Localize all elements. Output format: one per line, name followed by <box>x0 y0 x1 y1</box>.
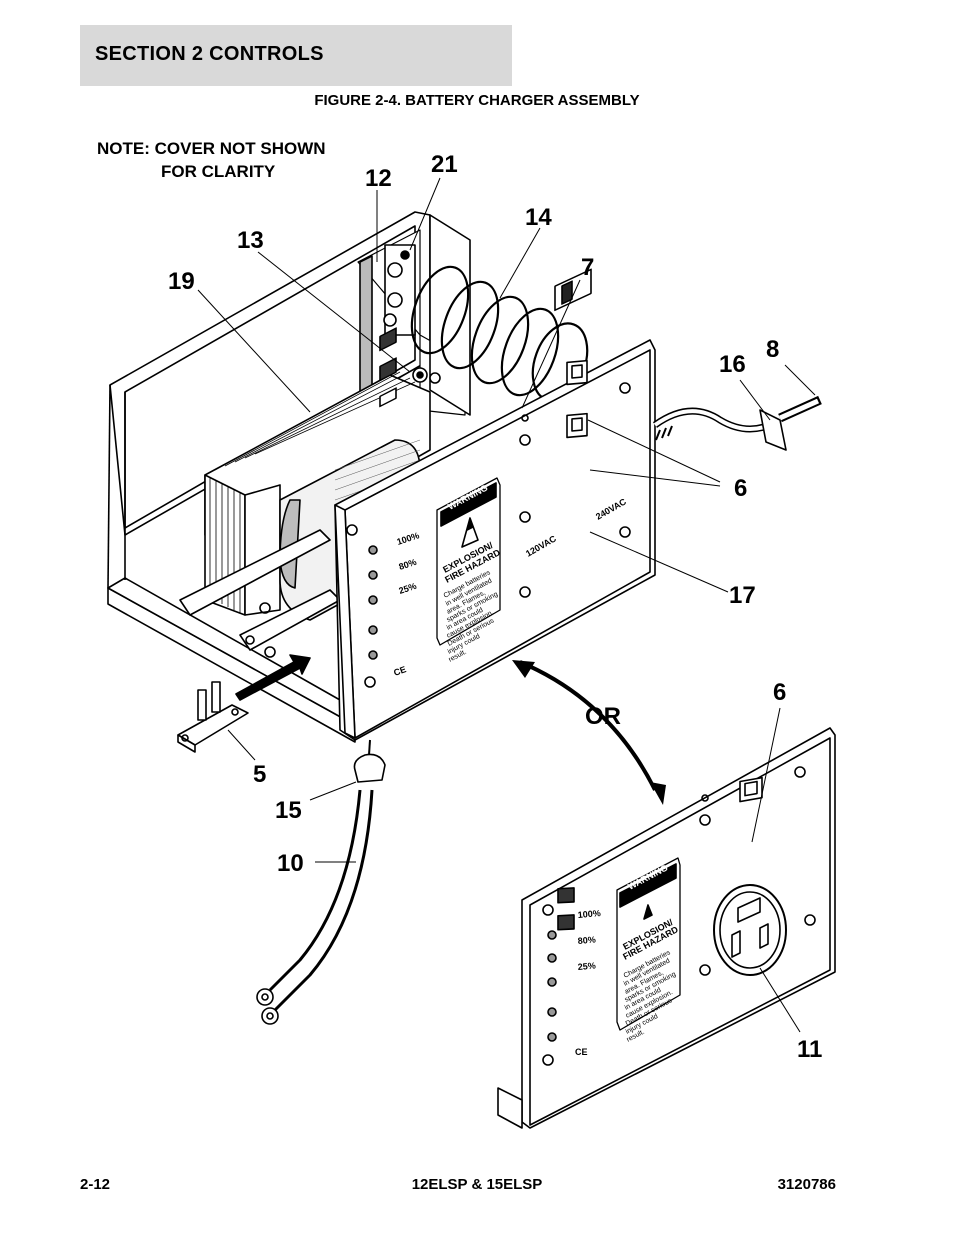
battery-cable <box>256 739 386 1025</box>
terminal-stud <box>412 367 441 384</box>
document-number: 3120786 <box>777 1176 836 1193</box>
rectifier-bracket <box>383 244 416 336</box>
ce-mark-lower: CE <box>575 1047 588 1057</box>
pct-80-lower: 80% <box>577 934 596 946</box>
pct-25-lower: 25% <box>577 960 596 972</box>
alternate-panel <box>497 727 836 1129</box>
figure-note: NOTE: COVER NOT SHOWN FOR CLARITY <box>97 137 326 183</box>
model-name: 12ELSP & 15ELSP <box>411 1176 543 1193</box>
note-line-1: NOTE: COVER NOT SHOWN <box>97 139 326 158</box>
power-cord <box>652 395 822 451</box>
callout-13: 13 <box>237 227 264 254</box>
callout-15: 15 <box>275 797 302 824</box>
callout-6-lower: 6 <box>773 679 786 706</box>
callout-19: 19 <box>168 268 195 295</box>
terminal-block <box>177 681 249 753</box>
ce-mark-upper: CE <box>392 664 407 678</box>
callout-7: 7 <box>581 254 594 281</box>
note-line-2: FOR CLARITY <box>161 162 276 181</box>
callout-12: 12 <box>365 165 392 192</box>
callout-16: 16 <box>719 351 746 378</box>
section-header: SECTION 2 CONTROLS <box>80 25 512 86</box>
callout-14: 14 <box>525 204 552 231</box>
callout-6-upper: 6 <box>734 475 747 502</box>
pct-100-lower: 100% <box>577 908 601 920</box>
section-title: SECTION 2 CONTROLS <box>95 43 324 65</box>
charger-chassis <box>107 211 471 743</box>
leader-lines <box>197 177 816 1033</box>
callout-8: 8 <box>766 336 779 363</box>
callout-11: 11 <box>797 1036 822 1063</box>
front-panel <box>334 268 656 741</box>
callout-17: 17 <box>729 582 756 609</box>
figure-title: FIGURE 2-4. BATTERY CHARGER ASSEMBLY <box>314 92 640 109</box>
callout-5: 5 <box>253 761 266 788</box>
page-number: 2-12 <box>80 1176 111 1193</box>
callout-10: 10 <box>277 850 304 877</box>
callout-21: 21 <box>431 151 458 178</box>
or-label: OR <box>585 703 621 730</box>
